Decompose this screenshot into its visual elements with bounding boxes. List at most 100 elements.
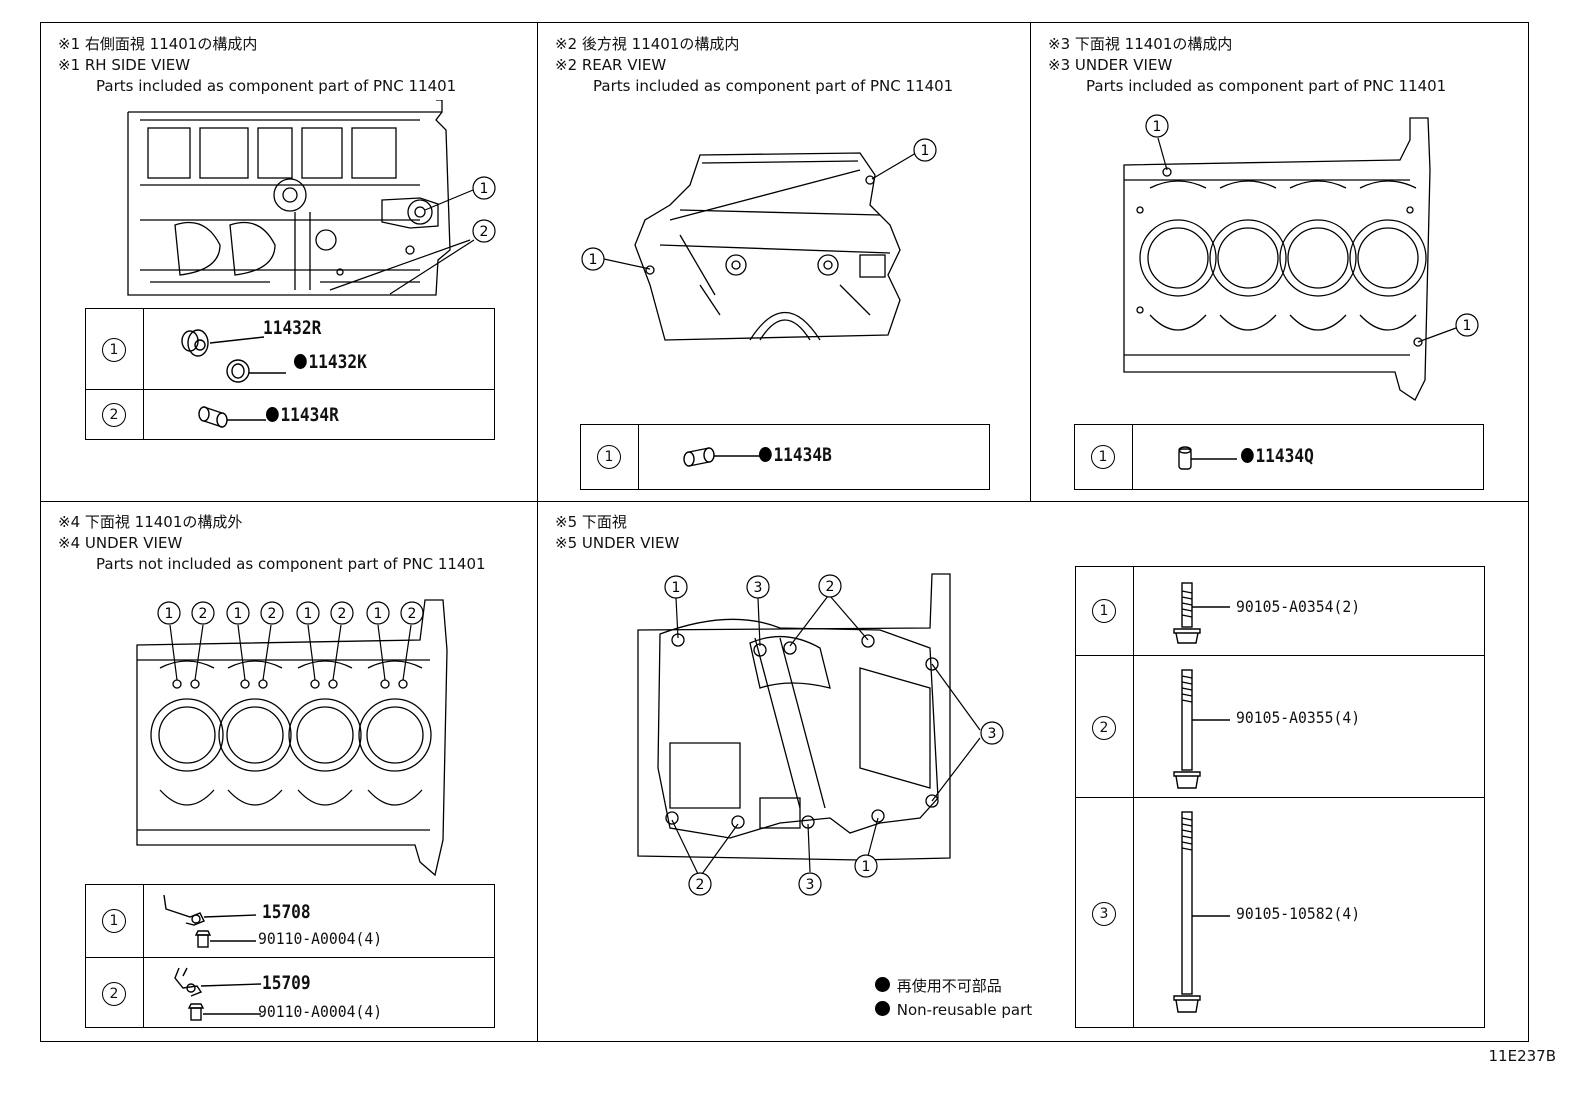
part-number-nonreusable: 11432K (294, 351, 367, 373)
part-number: 15708 (262, 901, 311, 923)
row-number: 1 (102, 909, 126, 933)
part-number: 90110-A0004(4) (258, 1002, 383, 1021)
callout-number: 1 (1463, 318, 1472, 334)
callout-number: 2 (408, 606, 417, 622)
bolt-icon (1173, 669, 1230, 789)
panel1-parts-table: 1 11432R 11432K 2 11434R (85, 308, 495, 440)
callout-number: 1 (1153, 119, 1162, 135)
oil-jet-icon (163, 894, 257, 948)
callout-number: 1 (304, 606, 313, 622)
panel2-engine-rear-drawing: 1 1 (581, 138, 937, 341)
panel5-caption: ※5 下面視 ※5 UNDER VIEW (555, 512, 679, 554)
legend-item-en: Non-reusable part (875, 998, 1032, 1022)
parts-row: 1 11434Q (1075, 425, 1483, 491)
panel1-engine-side-drawing: 1 2 (127, 100, 496, 296)
legend: 再使用不可部品 Non-reusable part (875, 974, 1032, 1022)
dowel-pin-icon (1178, 446, 1237, 470)
row-number: 1 (102, 338, 126, 362)
row-number: 1 (1091, 445, 1115, 469)
row-number: 1 (597, 445, 621, 469)
part-number-nonreusable: 11434B (759, 444, 832, 466)
dowel-pin-icon (198, 406, 266, 428)
parts-row: 2 15709 90110-A0004(4) (86, 957, 494, 1030)
panel3-parts-table: 1 11434Q (1074, 424, 1484, 490)
bolt-icon (1173, 582, 1230, 644)
part-number: 90105-A0355(4) (1236, 708, 1361, 727)
part-number: 15709 (262, 972, 311, 994)
panel3-note: Parts included as component part of PNC … (1086, 77, 1447, 95)
panel2-title-en: ※2 REAR VIEW (555, 56, 667, 74)
row-number: 2 (102, 403, 126, 427)
panel2-parts-table: 1 11434B (580, 424, 990, 490)
row-number: 1 (1092, 599, 1116, 623)
callout-number: 2 (696, 877, 705, 893)
nonreusable-dot-icon (759, 447, 772, 462)
callout-number: 3 (754, 580, 763, 596)
callout-number: 1 (165, 606, 174, 622)
panel1-caption: ※1 右側面視 11401の構成内 ※1 RH SIDE VIEW Parts … (58, 34, 456, 97)
panel3-title-en: ※3 UNDER VIEW (1048, 56, 1173, 74)
number-column (1075, 425, 1133, 489)
row-number: 3 (1092, 902, 1116, 926)
panel5-title-jp: ※5 下面視 (555, 513, 627, 531)
panel4-engine-under-drawing: 1 2 1 2 1 2 1 2 (136, 599, 448, 877)
panel1-title-en: ※1 RH SIDE VIEW (58, 56, 191, 74)
number-column (86, 309, 144, 439)
callout-number: 2 (199, 606, 208, 622)
panel4-parts-table: 1 15708 90110-A0004(4) 2 15709 90110 (85, 884, 495, 1028)
diagram-frame (40, 22, 1529, 1042)
parts-row: 1 11432R 11432K (86, 309, 494, 389)
parts-row: 1 15708 90110-A0004(4) (86, 885, 494, 957)
part-number: 90110-A0004(4) (258, 929, 383, 948)
divider (537, 22, 538, 1042)
oil-jet-icon (174, 967, 262, 1021)
panel3-title-jp: ※3 下面視 11401の構成内 (1048, 35, 1233, 53)
panel3-engine-under-drawing: 1 1 (1123, 114, 1479, 401)
callout-number: 1 (589, 252, 598, 268)
parts-row: 3 90105-10582(4) (1076, 797, 1484, 1030)
panel1-note: Parts included as component part of PNC … (96, 77, 457, 95)
callout-number: 1 (921, 143, 930, 159)
divider (1030, 22, 1031, 502)
callout-number: 1 (234, 606, 243, 622)
row-number: 2 (1092, 716, 1116, 740)
nonreusable-dot-icon (294, 354, 307, 369)
panel2-title-jp: ※2 後方視 11401の構成内 (555, 35, 740, 53)
callout-number: 2 (480, 224, 489, 240)
nonreusable-dot-icon (266, 407, 279, 422)
panel3-caption: ※3 下面視 11401の構成内 ※3 UNDER VIEW Parts inc… (1048, 34, 1446, 97)
panel4-note: Parts not included as component part of … (96, 555, 486, 573)
callout-number: 1 (672, 580, 681, 596)
panel5-engine-under-drawing: 1 3 2 3 2 3 1 (637, 573, 1004, 896)
part-number-nonreusable: 11434Q (1241, 445, 1314, 467)
panel4-title-jp: ※4 下面視 11401の構成外 (58, 513, 243, 531)
callout-number: 2 (268, 606, 277, 622)
callout-number: 3 (988, 726, 997, 742)
number-column (86, 885, 144, 1027)
parts-row: 2 90105-A0355(4) (1076, 655, 1484, 798)
panel2-caption: ※2 後方視 11401の構成内 ※2 REAR VIEW Parts incl… (555, 34, 953, 97)
drawing-code: 11E237B (1488, 1047, 1557, 1065)
callout-number: 2 (826, 579, 835, 595)
part-number: 11432R (263, 317, 322, 339)
part-number: 90105-10582(4) (1236, 904, 1361, 923)
panel1-title-jp: ※1 右側面視 11401の構成内 (58, 35, 258, 53)
callout-number: 1 (862, 859, 871, 875)
callout-number: 2 (338, 606, 347, 622)
parts-row: 1 90105-A0354(2) (1076, 567, 1484, 655)
panel5-title-en: ※5 UNDER VIEW (555, 534, 680, 552)
callout-number: 3 (806, 877, 815, 893)
panel2-note: Parts included as component part of PNC … (593, 77, 954, 95)
panel4-caption: ※4 下面視 11401の構成外 ※4 UNDER VIEW Parts not… (58, 512, 486, 575)
nonreusable-dot-icon (875, 1001, 890, 1016)
part-number: 90105-A0354(2) (1236, 597, 1361, 616)
divider (40, 501, 1529, 502)
callout-number: 1 (374, 606, 383, 622)
legend-item-jp: 再使用不可部品 (875, 974, 1032, 998)
callout-number: 1 (480, 181, 489, 197)
plug-icon (181, 329, 286, 383)
nonreusable-dot-icon (875, 977, 890, 992)
dowel-pin-icon (683, 447, 761, 467)
part-number-nonreusable: 11434R (266, 404, 339, 426)
panel4-title-en: ※4 UNDER VIEW (58, 534, 183, 552)
